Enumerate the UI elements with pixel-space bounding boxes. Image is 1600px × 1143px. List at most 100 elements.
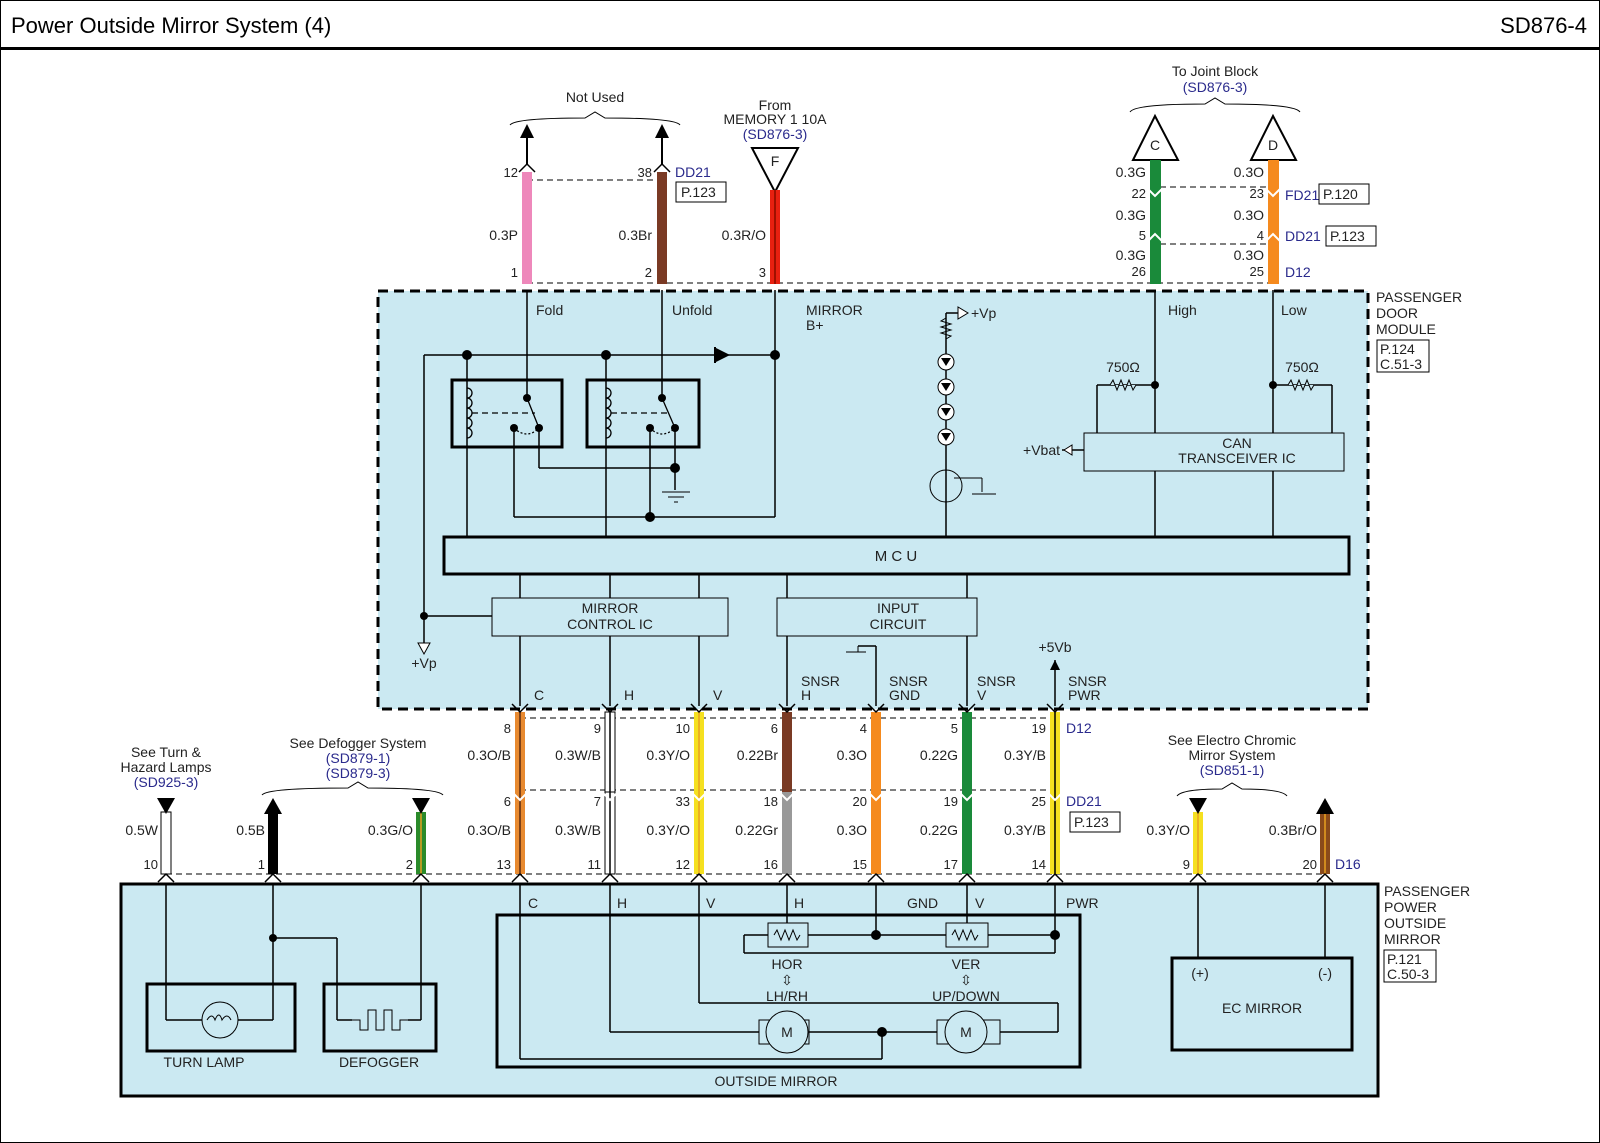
pin-label-gnd: GND xyxy=(907,895,938,911)
wire-label: 6 xyxy=(504,794,511,809)
motor-lhrh-icon xyxy=(765,1010,809,1054)
mirror-module-ref-box xyxy=(1383,949,1437,983)
joint-block-label: To Joint Block xyxy=(1172,63,1259,79)
wire-spec: 0.3R/O xyxy=(722,227,766,243)
connector-dd21: DD21 xyxy=(1066,793,1102,809)
wire-segment xyxy=(962,712,972,792)
wire-unfold xyxy=(657,172,667,284)
wire-label: 0.3Y/B xyxy=(1004,822,1046,838)
wire-label: 0.3O/B xyxy=(467,747,511,763)
led-indicator-icons xyxy=(937,353,955,446)
wire-segment xyxy=(871,712,881,792)
ec-ref-1: See Electro Chromic xyxy=(1168,732,1296,748)
wire-label: 0.22Br xyxy=(737,747,779,763)
mirror-module-name-3: OUTSIDE xyxy=(1384,915,1446,931)
wire-label: 19 xyxy=(1032,721,1046,736)
arrow-up-icon xyxy=(1050,660,1060,670)
not-used-label: Not Used xyxy=(566,89,624,105)
connector-chevron-icon xyxy=(958,791,976,802)
wire-segment xyxy=(160,811,172,875)
input-circuit-box xyxy=(776,597,978,637)
hor-sensor-box xyxy=(767,922,809,948)
defog-ref-code2: (SD879-3) xyxy=(326,765,391,781)
connector-dd21: DD21 xyxy=(1285,228,1321,244)
mirror-module-name-4: MIRROR xyxy=(1384,931,1441,947)
defog-bracket xyxy=(261,781,444,796)
potentiometer-icon xyxy=(951,928,979,942)
wire-label: 4 xyxy=(860,721,867,736)
vbat-terminal-icon xyxy=(1063,444,1073,456)
connector-d-label: D xyxy=(1268,137,1278,153)
ec-ref-2: Mirror System xyxy=(1188,747,1275,763)
wire-label: 0.22G xyxy=(920,822,958,838)
not-used-bracket xyxy=(509,111,681,126)
connector-d16: D16 xyxy=(1335,856,1361,872)
signal-label: SNSR xyxy=(1068,673,1107,689)
connector-dd21: DD21 xyxy=(675,164,711,180)
vp-label: +Vp xyxy=(411,655,437,671)
mirror-control-ic-box xyxy=(491,597,729,637)
arrow-up-icon xyxy=(264,798,282,814)
mirror-module-name-1: PASSENGER xyxy=(1384,883,1470,899)
vbat-label: +Vbat xyxy=(1023,442,1060,458)
wire-label: 33 xyxy=(676,794,690,809)
signal-label: PWR xyxy=(1068,687,1101,703)
transistor-ground-icon xyxy=(954,477,996,495)
wire-label: 0.3O xyxy=(837,822,867,838)
ec-ref-code: (SD851-1) xyxy=(1200,762,1265,778)
pin-label-v: V xyxy=(706,895,716,911)
connector-chevron-icon xyxy=(264,872,282,883)
connector-chevron-icon xyxy=(690,872,708,883)
v5b-label: +5Vb xyxy=(1038,639,1071,655)
signal-low: Low xyxy=(1281,302,1308,318)
wire-label: 19 xyxy=(944,794,958,809)
mirror-module-conn: C.50-3 xyxy=(1387,966,1429,982)
connector-chevron-icon xyxy=(1146,187,1164,198)
pin-label-c: C xyxy=(528,895,538,911)
connector-chevron-icon xyxy=(157,872,175,883)
wire-spec: 0.3G/O xyxy=(368,822,413,838)
signal-label: SNSR xyxy=(801,673,840,689)
ec-bracket xyxy=(1176,782,1288,797)
potentiometer-icon xyxy=(773,928,801,942)
connector-page-box xyxy=(1318,183,1370,205)
can-label-1: CAN xyxy=(1222,435,1252,451)
connector-chevron-icon xyxy=(1264,187,1282,198)
pin-label-h: H xyxy=(617,895,627,911)
pin-label: 2 xyxy=(406,857,413,872)
connector-c-label: C xyxy=(1150,137,1160,153)
wire-label: 0.3W/B xyxy=(555,747,601,763)
link-arrow-icon: ⇳ xyxy=(960,972,972,988)
door-module-name-3: MODULE xyxy=(1376,321,1436,337)
connector-page: P.120 xyxy=(1323,186,1358,202)
can-transceiver-box xyxy=(1083,432,1345,472)
signal-label: C xyxy=(534,687,544,703)
connector-page-box xyxy=(1325,225,1377,247)
connector-chevron-icon xyxy=(867,791,885,802)
relay-unfold xyxy=(585,378,701,449)
turn-lamp-box xyxy=(145,982,297,1053)
wire-spec: 0.5B xyxy=(236,822,265,838)
door-module-page: P.124 xyxy=(1380,341,1415,357)
wire-segment xyxy=(871,792,881,874)
vp-label: +Vp xyxy=(971,305,997,321)
connector-chevron-icon xyxy=(511,872,529,883)
turn-ref-code: (SD925-3) xyxy=(134,774,199,790)
connector-chevron-icon xyxy=(778,872,796,883)
from-label: From xyxy=(759,97,792,113)
connector-d12: D12 xyxy=(1066,720,1092,736)
wire-spec: 0.5W xyxy=(125,822,158,838)
motor-updown-icon xyxy=(944,1010,988,1054)
joint-bracket xyxy=(1129,97,1301,113)
outside-mirror-module-box xyxy=(119,882,1380,1098)
ver-label: VER xyxy=(952,956,981,972)
wire-label: 12 xyxy=(676,857,690,872)
pin-label: 23 xyxy=(1250,186,1264,201)
wire-label: 7 xyxy=(594,794,601,809)
ground-icon xyxy=(662,491,690,503)
ec-mirror-label: EC MIRROR xyxy=(1222,1000,1302,1016)
signal-label: H xyxy=(624,687,634,703)
connector-page: P.123 xyxy=(681,184,716,200)
